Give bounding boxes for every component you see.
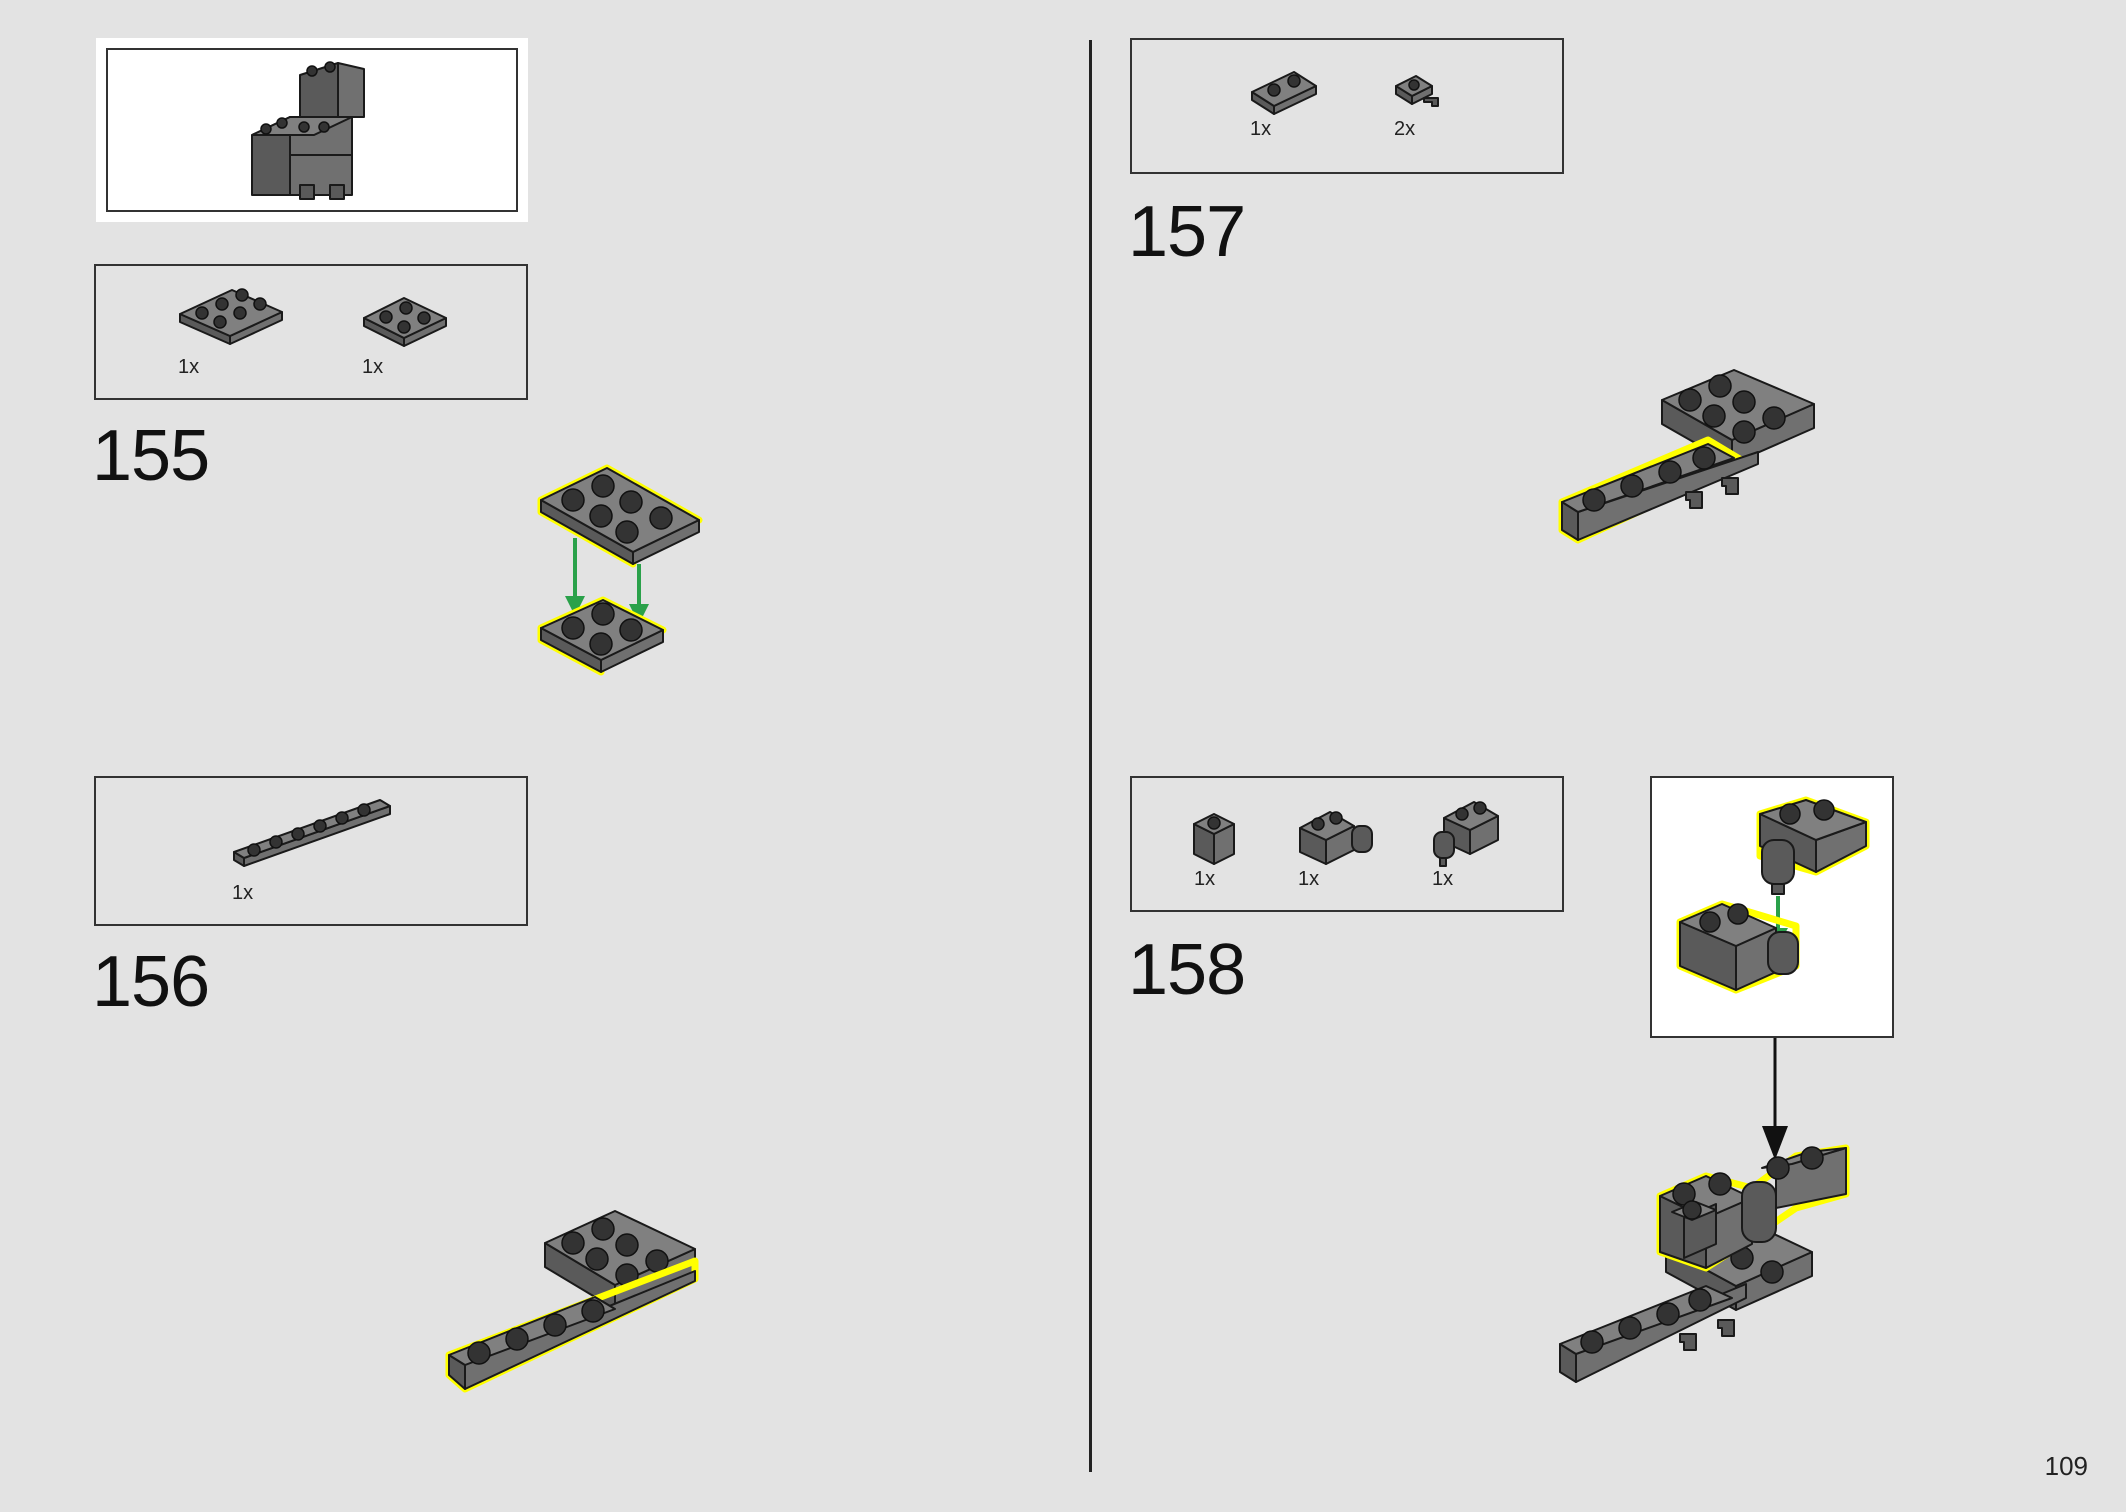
step-number: 158 [1128, 930, 1246, 1010]
step-number: 156 [92, 942, 210, 1022]
part-hinge-brick-female-icon [1299, 811, 1373, 865]
subassembly-model [251, 61, 365, 200]
part-qty: 2x [1394, 118, 1416, 140]
parts-box-156 [94, 776, 528, 926]
page-divider [1089, 40, 1092, 1472]
page-number: 109 [2044, 1451, 2088, 1481]
step-number: 157 [1128, 192, 1246, 272]
part-plate-2x2-icon [363, 297, 447, 347]
part-qty: 1x [1250, 118, 1272, 140]
parts-box-155 [94, 264, 528, 400]
part-plate-1x6-icon [233, 799, 391, 867]
part-qty: 1x [232, 882, 254, 904]
part-qty: 1x [362, 356, 384, 378]
step-156-illustration [445, 1210, 699, 1393]
part-qty: 1x [178, 356, 200, 378]
substep-illustration [1676, 796, 1870, 994]
step-157-illustration [1558, 369, 1815, 544]
parts-box-157 [1130, 38, 1564, 174]
part-brick-1x1-icon [1193, 813, 1235, 865]
step-number: 155 [92, 416, 210, 496]
part-hinge-brick-male-icon [1433, 801, 1499, 867]
part-qty: 1x [1432, 868, 1454, 890]
step-158-illustration [1559, 1144, 1850, 1383]
arrow-down-icon [1762, 1038, 1788, 1160]
part-qty: 1x [1194, 868, 1216, 890]
part-plate-with-clip-icon [1395, 75, 1439, 107]
part-plate-1x2-icon [1251, 71, 1317, 115]
part-qty: 1x [1298, 868, 1320, 890]
step-155-illustration [537, 464, 703, 676]
part-plate-2x3-icon [179, 288, 283, 345]
